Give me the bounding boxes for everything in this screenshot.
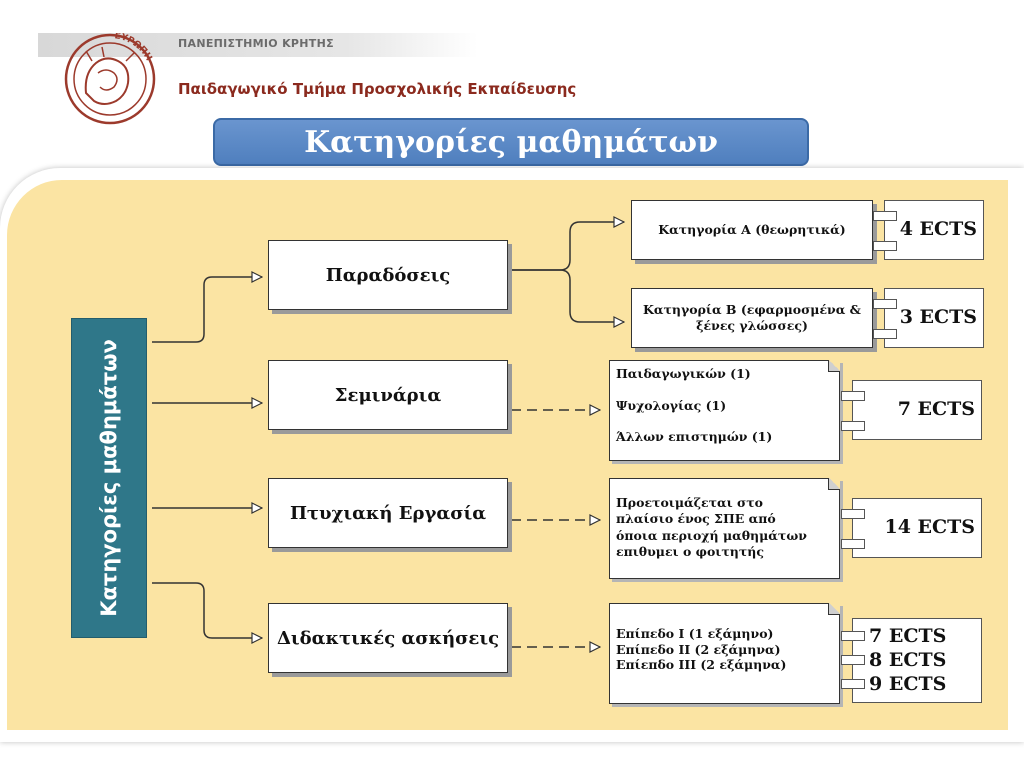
- category-teaching-practice: Διδακτικές ασκήσεις: [268, 603, 508, 673]
- svg-text:ΕΥΡΩΠΗ: ΕΥΡΩΠΗ: [114, 33, 154, 63]
- category-lectures: Παραδόσεις: [268, 240, 508, 310]
- connector-tab: [873, 241, 897, 251]
- practice-level: Επίπεδο Ι (1 εξάμηνο): [616, 626, 774, 641]
- category-thesis: Πτυχιακή Εργασία: [268, 478, 508, 548]
- seminar-line: Άλλων επιστημών (1): [616, 429, 773, 445]
- seminars-note: Παιδαγωγικών (1) Ψυχολογίας (1) Άλλων επ…: [609, 360, 840, 461]
- university-name: ΠΑΝΕΠΙΣΤΗΜΙΟ ΚΡΗΤΗΣ: [178, 37, 334, 50]
- connector-tab: [841, 631, 865, 641]
- category-teaching-practice-label: Διδακτικές ασκήσεις: [276, 627, 500, 649]
- connector-tab: [873, 299, 897, 309]
- ects-practice-level-3: 9 ECTS: [869, 673, 947, 695]
- category-seminars-label: Σεμινάρια: [334, 384, 442, 406]
- ects-box-category-b: 3 ECTS: [873, 288, 984, 348]
- title-bar: Κατηγορίες μαθημάτων: [213, 118, 809, 166]
- connector-tab: [841, 509, 865, 519]
- category-lectures-label: Παραδόσεις: [325, 264, 451, 286]
- ects-category-b: 3 ECTS: [899, 306, 977, 328]
- university-seal-logo: ΕΥΡΩΠΗ: [64, 33, 156, 125]
- practice-level: Επίεπδο ΙΙΙ (2 εξάμηνα): [616, 657, 787, 673]
- seminar-line: Παιδαγωγικών (1): [616, 366, 751, 381]
- ects-thesis: 14 ECTS: [884, 516, 975, 538]
- ects-practice-level-2: 8 ECTS: [869, 649, 947, 671]
- connector-tab: [841, 539, 865, 549]
- thesis-note: Προετοιμάζεται στο πλαίσιο ένος ΣΠΕ από …: [609, 478, 840, 579]
- ects-box-category-a: 4 ECTS: [873, 200, 984, 260]
- teaching-practice-note: Επίπεδο Ι (1 εξάμηνο) Επίπεδο ΙΙ (2 εξάμ…: [609, 603, 840, 704]
- connector-tab: [841, 679, 865, 689]
- connector-tab: [841, 655, 865, 665]
- header-band: [38, 33, 478, 57]
- ects-box-teaching-practice: 7 ECTS 8 ECTS 9 ECTS: [841, 618, 982, 703]
- category-seminars: Σεμινάρια: [268, 360, 508, 430]
- diagram-title: Κατηγορίες μαθημάτων: [304, 124, 718, 160]
- lecture-category-a-label: Κατηγορία Α (θεωρητικά): [658, 222, 846, 238]
- lecture-category-a: Κατηγορία Α (θεωρητικά): [631, 200, 873, 260]
- lecture-category-b-label: Κατηγορία Β (εφαρμοσμένα & ξένες γλώσσες…: [643, 302, 861, 333]
- side-category-box: [71, 318, 147, 638]
- connector-tab: [873, 211, 897, 221]
- connector-tab: [841, 391, 865, 401]
- connector-tab: [873, 329, 897, 339]
- thesis-text: Προετοιμάζεται στο πλαίσιο ένος ΣΠΕ από …: [616, 495, 807, 559]
- lecture-category-b: Κατηγορία Β (εφαρμοσμένα & ξένες γλώσσες…: [631, 288, 873, 348]
- category-thesis-label: Πτυχιακή Εργασία: [289, 502, 487, 524]
- seminar-line: Ψυχολογίας (1): [616, 397, 727, 413]
- department-name: Παιδαγωγικό Τμήμα Προσχολικής Εκπαίδευση…: [178, 80, 577, 98]
- ects-practice-level-1: 7 ECTS: [869, 625, 947, 647]
- side-category-label: Κατηγορίες μαθημάτων: [97, 339, 121, 617]
- practice-level: Επίπεδο ΙΙ (2 εξάμηνα): [616, 641, 781, 657]
- ects-seminars: 7 ECTS: [897, 398, 975, 420]
- ects-category-a: 4 ECTS: [899, 218, 977, 240]
- ects-box-seminars: 7 ECTS: [841, 380, 982, 440]
- connector-tab: [841, 421, 865, 431]
- ects-box-thesis: 14 ECTS: [841, 498, 982, 558]
